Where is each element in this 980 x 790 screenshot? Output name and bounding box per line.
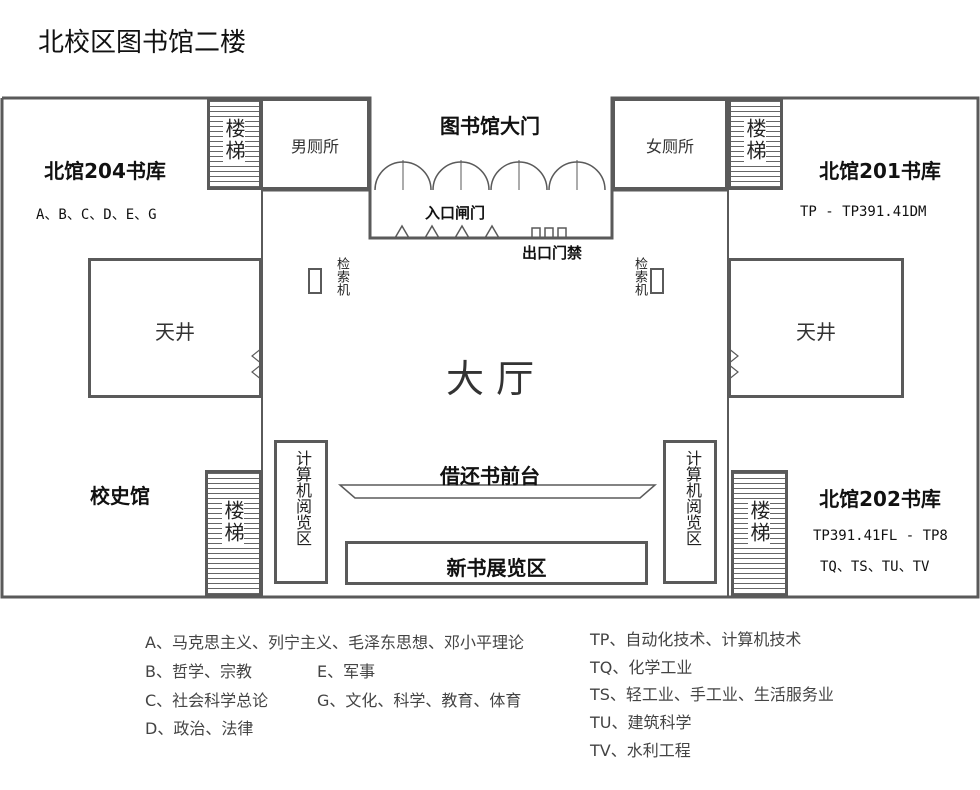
hall-label: 大 厅 bbox=[445, 357, 535, 401]
legend-item: E、军事 bbox=[317, 662, 376, 681]
stack-north201-name: 北馆201书库 bbox=[819, 159, 941, 183]
computer-reading-area-left bbox=[274, 440, 328, 584]
search-machine-label: 检索机 bbox=[632, 257, 647, 296]
exit-gate-label: 出口门禁 bbox=[521, 244, 582, 262]
legend-item: G、文化、科学、教育、体育 bbox=[317, 691, 522, 710]
stack-north201-codes: TP - TP391.41DM bbox=[800, 204, 927, 220]
stack-north202-codes-2: TQ、TS、TU、TV bbox=[820, 559, 930, 575]
atrium-label: 天井 bbox=[796, 320, 836, 344]
legend-item: TQ、化学工业 bbox=[590, 658, 693, 677]
search-machine-label: 检索机 bbox=[334, 257, 349, 296]
search-machine-left bbox=[308, 268, 322, 294]
womens-restroom-label: 女厕所 bbox=[645, 137, 694, 156]
atrium-label: 天井 bbox=[155, 320, 195, 344]
stairs-label: 楼梯 bbox=[747, 500, 771, 544]
legend-item: C、社会科学总论 bbox=[145, 691, 269, 710]
legend-item: TU、建筑科学 bbox=[590, 713, 692, 732]
stack-north202-name: 北馆202书库 bbox=[819, 487, 941, 511]
womens-restroom bbox=[612, 98, 728, 190]
new-books-label: 新书展览区 bbox=[446, 556, 547, 580]
reading-area-label: 计算机阅览区 bbox=[683, 450, 702, 546]
legend-item: TS、轻工业、手工业、生活服务业 bbox=[590, 685, 834, 704]
mens-restroom-label: 男厕所 bbox=[290, 137, 339, 156]
stack-north202-codes-1: TP391.41FL - TP8 bbox=[813, 528, 948, 544]
stairs-label: 楼梯 bbox=[222, 118, 246, 162]
main-gate-label: 图书馆大门 bbox=[440, 114, 540, 138]
stairs-label: 楼梯 bbox=[221, 500, 245, 544]
legend-item: B、哲学、宗教 bbox=[145, 662, 252, 681]
legend-item: D、政治、法律 bbox=[145, 719, 254, 738]
new-books-area bbox=[345, 541, 648, 585]
legend-item: TP、自动化技术、计算机技术 bbox=[590, 630, 802, 649]
stack-north204-codes: A、B、C、D、E、G bbox=[36, 207, 157, 223]
history-museum-label: 校史馆 bbox=[90, 484, 150, 508]
search-machine-right bbox=[650, 268, 664, 294]
atrium-right bbox=[728, 258, 904, 398]
stairs-label: 楼梯 bbox=[743, 118, 767, 162]
map-title: 北校区图书馆二楼 bbox=[38, 28, 247, 58]
circulation-desk-label: 借还书前台 bbox=[440, 464, 540, 488]
computer-reading-area-right bbox=[663, 440, 717, 584]
atrium-left bbox=[88, 258, 262, 398]
mens-restroom bbox=[260, 98, 370, 190]
entrance-gate-label: 入口闸门 bbox=[424, 204, 485, 222]
legend-item: A、马克思主义、列宁主义、毛泽东思想、邓小平理论 bbox=[145, 633, 524, 652]
reading-area-label: 计算机阅览区 bbox=[293, 450, 312, 546]
stack-north204-name: 北馆204书库 bbox=[44, 159, 166, 183]
legend-item: TV、水利工程 bbox=[590, 741, 691, 760]
